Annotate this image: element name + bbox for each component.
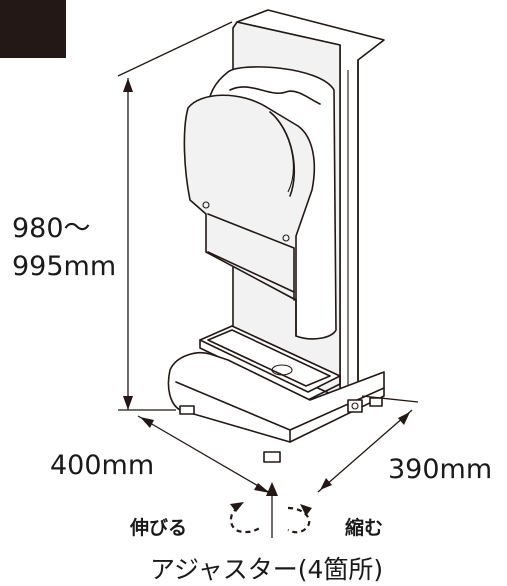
height-dimension-label: 980～ 995mm bbox=[12, 210, 116, 286]
hand-dryer-body bbox=[183, 66, 337, 340]
stand-base bbox=[167, 352, 385, 463]
depth-dimension-line bbox=[317, 395, 419, 493]
width-dimension-line bbox=[137, 415, 273, 495]
height-dimension-line bbox=[117, 21, 233, 411]
width-dimension-label: 400mm bbox=[50, 450, 155, 481]
adjuster-arrows bbox=[229, 482, 312, 538]
corner-block bbox=[0, 0, 66, 58]
extend-label: 伸びる bbox=[130, 517, 188, 539]
depth-dimension-label: 390mm bbox=[388, 454, 493, 485]
adjuster-caption: アジャスター(4箇所) bbox=[150, 555, 384, 584]
height-range-start: 980～ bbox=[12, 213, 91, 244]
drip-tray bbox=[199, 325, 341, 401]
height-range-end: 995mm bbox=[12, 251, 117, 282]
retract-label: 縮む bbox=[345, 517, 384, 539]
